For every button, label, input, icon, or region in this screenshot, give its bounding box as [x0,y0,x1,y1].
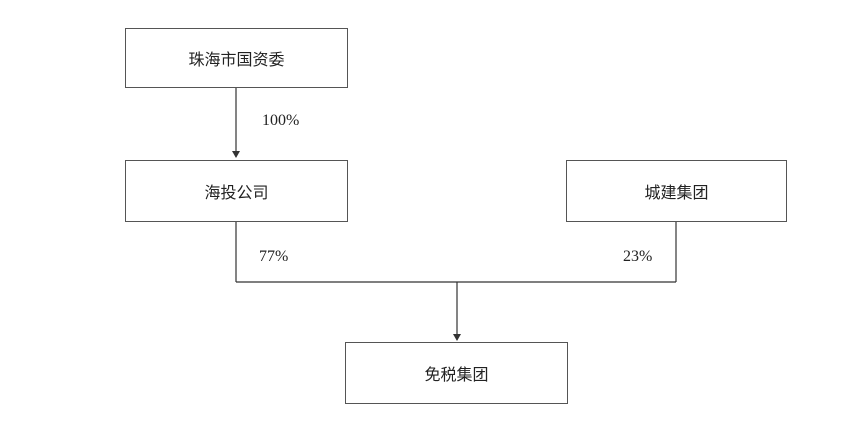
node-mianshui: 免税集团 [345,342,568,404]
share-label-77: 77% [259,248,289,265]
node-haitou: 海投公司 [125,160,348,222]
node-mianshui-label: 免税集团 [424,365,489,384]
share-label-23: 23% [623,248,653,265]
node-chengjian-label: 城建集团 [644,183,709,202]
share-label-100: 100% [262,112,300,129]
node-chengjian: 城建集团 [566,160,787,222]
node-zhuhai-sasac-label: 珠海市国资委 [188,50,285,69]
node-zhuhai-sasac: 珠海市国资委 [125,28,348,88]
node-haitou-label: 海投公司 [204,183,269,202]
